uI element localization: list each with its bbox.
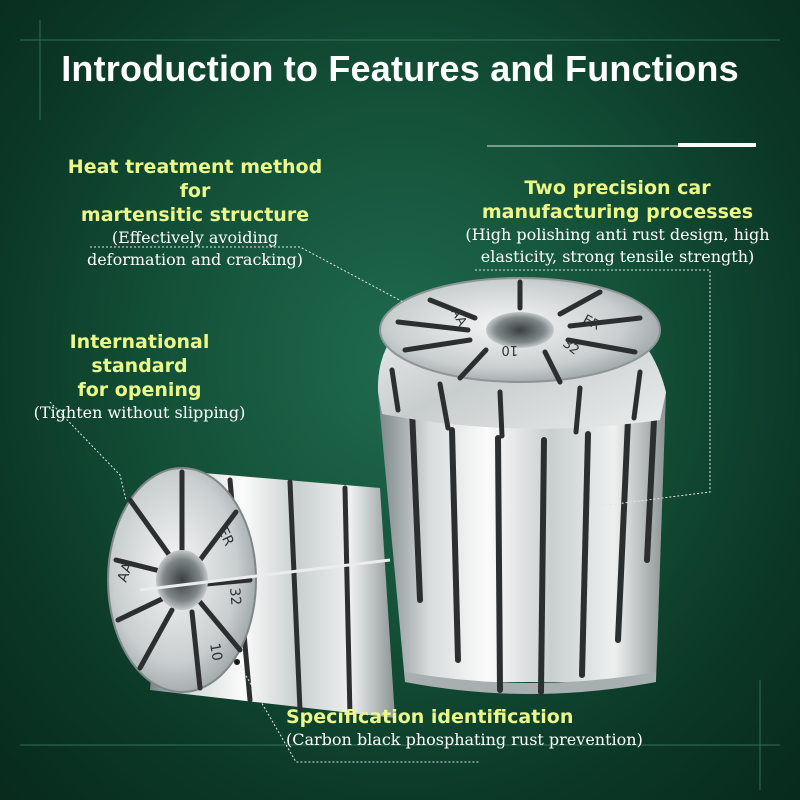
callout-heat-heading-1: Heat treatment method for [67, 156, 323, 202]
callout-precision-sub-2: elasticity, strong tensile strength) [480, 247, 755, 266]
callout-heat-sub-2: deformation and cracking) [86, 250, 304, 269]
callout-precision-processes: Two precision car manufacturing processe… [465, 176, 770, 268]
callout-specification: Specification identification (Carbon bla… [286, 705, 666, 751]
callout-heat-heading-2: martensitic structure [80, 204, 310, 226]
callout-precision-heading-1: Two precision car [524, 177, 711, 199]
large-collet-size-mark: 32 [560, 336, 582, 358]
callout-opening-heading-1: International standard [69, 331, 210, 377]
leader-lines [49, 246, 711, 763]
small-collet: AA ER 32 10 [107, 467, 395, 719]
callout-heat-treatment: Heat treatment method for martensitic st… [60, 155, 330, 271]
page-title: Introduction to Features and Functions [61, 48, 739, 89]
callout-precision-heading-2: manufacturing processes [481, 201, 754, 223]
callout-opening-heading-2: for opening [77, 379, 202, 401]
small-collet-series-mark: ER [214, 525, 236, 549]
callout-spec-sub: (Carbon black phosphating rust preventio… [286, 730, 643, 749]
callout-opening-sub-1: (Tighten without slipping) [33, 403, 246, 422]
small-collet-bore-mark: 10 [206, 642, 225, 662]
callout-spec-heading: Specification identification [286, 706, 574, 728]
large-collet-series-mark: ER [580, 312, 602, 333]
large-collet-grade-mark: AA [447, 306, 469, 329]
leader-precision [475, 269, 711, 507]
large-collet: AA ER 32 10 [377, 277, 666, 695]
small-collet-grade-mark: AA [115, 560, 137, 584]
small-collet-size-mark: 32 [226, 587, 243, 606]
callout-international-standard: International standard for opening (Tigh… [22, 330, 257, 424]
callout-heat-sub-1: (Effectively avoiding [111, 228, 279, 247]
callout-precision-sub-1: (High polishing anti rust design, high [465, 225, 770, 244]
large-collet-bore-mark: 10 [501, 342, 518, 357]
